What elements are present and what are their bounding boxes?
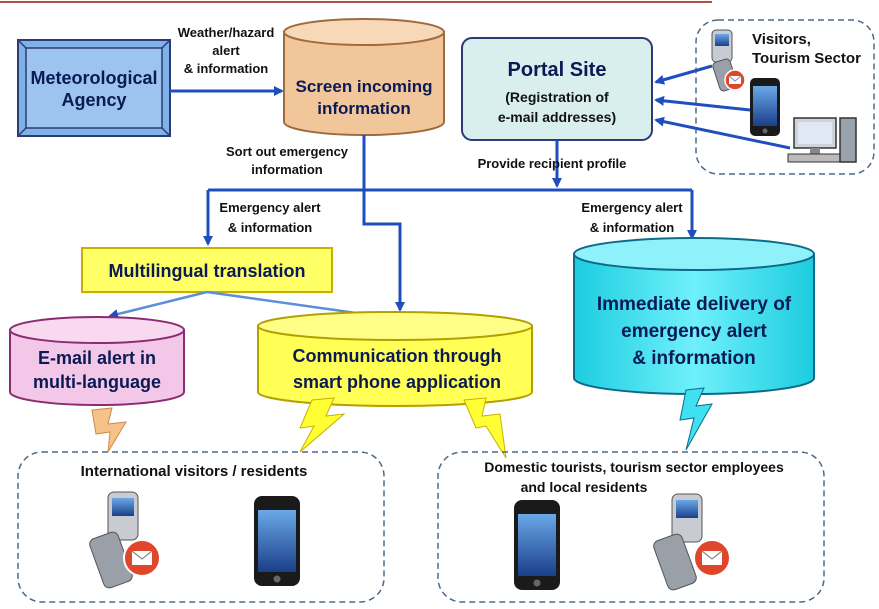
lightning-bolt-icon xyxy=(679,387,713,451)
screen-label-line-2: information xyxy=(317,99,411,118)
email-alert-cylinder: E-mail alert in multi-language xyxy=(9,316,185,406)
immediate-delivery-cylinder: Immediate delivery of emergency alert & … xyxy=(573,237,815,395)
smartphone-label-line-1: Communication through xyxy=(293,346,502,366)
lightning-bolt-icon xyxy=(463,397,507,459)
group-left-label: International visitors / residents xyxy=(81,463,308,480)
visitors-group: Visitors, Tourism Sector xyxy=(695,19,875,175)
immediate-label-line-2: emergency alert xyxy=(621,321,767,342)
distribution-bus xyxy=(203,135,697,312)
group-right-label-line-2: and local residents xyxy=(521,479,648,495)
emergency-right-line-1: Emergency alert xyxy=(581,200,683,215)
visitors-label-line-2: Tourism Sector xyxy=(752,50,861,67)
visitors-label-line-1: Visitors, xyxy=(752,31,811,48)
emergency-left-line-1: Emergency alert xyxy=(219,200,321,215)
profile-label: Provide recipient profile xyxy=(478,156,627,171)
flip-phone-icon xyxy=(653,493,703,591)
desktop-computer-icon xyxy=(787,117,857,163)
agency-label-line-2: Agency xyxy=(61,90,126,110)
screen-label-line-1: Screen incoming xyxy=(296,77,433,96)
group-right-label-line-1: Domestic tourists, tourism sector employ… xyxy=(484,459,784,475)
edge-agency-label-line-2: alert xyxy=(212,43,240,58)
emergency-left-line-2: & information xyxy=(228,220,313,235)
meteorological-agency-box: Meteorological Agency xyxy=(17,39,171,137)
smartphone-icon xyxy=(750,78,780,136)
portal-site-box: Portal Site (Registration of e-mail addr… xyxy=(461,37,653,141)
emergency-right-line-2: & information xyxy=(590,220,675,235)
sort-label-line-2: information xyxy=(251,162,323,177)
sort-label-line-1: Sort out emergency xyxy=(226,144,349,159)
group-domestic: Domestic tourists, tourism sector employ… xyxy=(437,451,825,603)
smartphone-label-line-2: smart phone application xyxy=(293,372,501,392)
portal-title: Portal Site xyxy=(508,59,607,81)
smartphone-icon xyxy=(514,500,560,590)
screen-incoming-cylinder: Screen incoming information xyxy=(283,18,445,136)
portal-subtitle-line-2: e-mail addresses) xyxy=(498,109,616,125)
edge-agency-to-screen: Weather/hazard alert & information xyxy=(170,25,284,96)
lightning-bolt-icon xyxy=(91,407,127,453)
flip-phone-icon xyxy=(89,491,139,589)
portal-subtitle-line-1: (Registration of xyxy=(505,89,609,105)
immediate-label-line-1: Immediate delivery of xyxy=(597,294,792,315)
mail-badge-icon xyxy=(724,69,746,91)
multilingual-translation-box: Multilingual translation xyxy=(81,247,333,293)
agency-label-line-1: Meteorological xyxy=(30,68,157,88)
edges-visitors-to-portal xyxy=(654,64,791,150)
translation-label: Multilingual translation xyxy=(109,261,306,281)
edge-agency-label-line-3: & information xyxy=(184,61,269,76)
email-label-line-2: multi-language xyxy=(33,372,161,392)
mail-badge-icon xyxy=(693,539,731,577)
immediate-label-line-3: & information xyxy=(632,348,756,369)
group-international: International visitors / residents xyxy=(17,451,385,603)
email-label-line-1: E-mail alert in xyxy=(38,348,156,368)
mail-badge-icon xyxy=(123,539,161,577)
lightning-bolt-icon xyxy=(299,397,346,453)
smartphone-app-cylinder: Communication through smart phone applic… xyxy=(257,311,533,407)
edge-agency-label-line-1: Weather/hazard xyxy=(178,25,275,40)
smartphone-icon xyxy=(254,496,300,586)
